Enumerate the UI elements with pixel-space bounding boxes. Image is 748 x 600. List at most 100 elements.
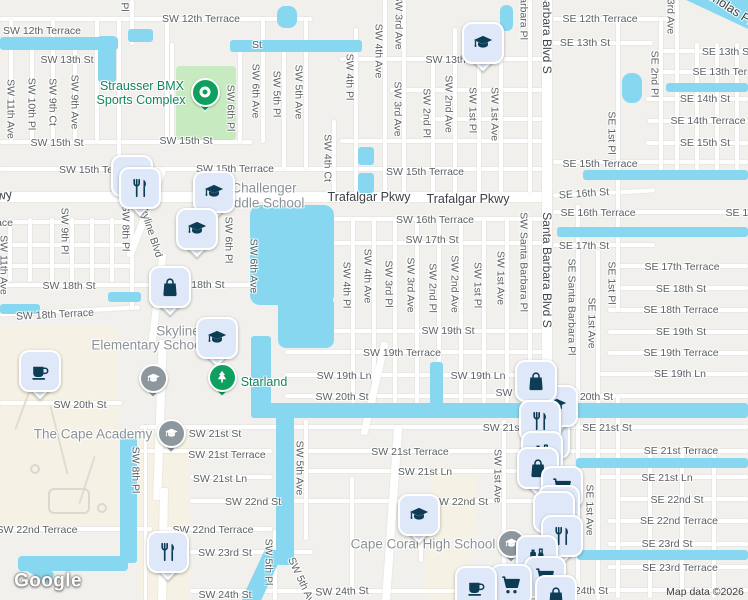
park-marker-starland[interactable] bbox=[207, 362, 237, 397]
street-label: SW 22nd Terrace bbox=[172, 523, 254, 536]
road-horizontal bbox=[0, 192, 546, 202]
road-horizontal bbox=[420, 117, 545, 121]
road-horizontal bbox=[0, 527, 152, 531]
street-label: SW 15th Terrace bbox=[385, 165, 465, 178]
street-label: SW 13th St bbox=[40, 53, 94, 66]
road-horizontal bbox=[553, 41, 653, 45]
road-vertical bbox=[616, 395, 620, 598]
poi-pin-shopping-bag[interactable] bbox=[535, 575, 577, 600]
google-logo[interactable]: Google bbox=[14, 570, 82, 592]
marker-body bbox=[455, 566, 497, 600]
road-horizontal bbox=[0, 167, 546, 171]
water-canal bbox=[576, 458, 748, 468]
street-label: SE 21st St bbox=[582, 421, 632, 434]
place-label[interactable]: Cape Coral High School bbox=[350, 536, 496, 552]
street-label: SE 23rd St bbox=[641, 537, 693, 550]
road-label-major-vertical: Santa Barbara Blvd S bbox=[540, 0, 554, 74]
park-label[interactable]: Strausser BMX bbox=[99, 78, 185, 93]
place-label[interactable]: Elementary School bbox=[91, 337, 205, 353]
place-label[interactable]: Middle School bbox=[219, 195, 305, 211]
street-label: SW 21st Terrace bbox=[188, 448, 266, 461]
street-label: SE 17th St bbox=[558, 239, 610, 252]
street-label-vertical: SW 3rd Ave bbox=[404, 257, 417, 313]
street-label-vertical: SE 1st Pl bbox=[605, 111, 618, 155]
road-horizontal bbox=[0, 140, 252, 144]
place-label[interactable]: The Cape Academy bbox=[33, 426, 153, 442]
poi-pin-graduation-cap[interactable] bbox=[398, 494, 440, 544]
road-horizontal bbox=[608, 542, 748, 546]
road-vertical bbox=[30, 43, 34, 143]
road-horizontal bbox=[658, 49, 748, 53]
road-vertical bbox=[505, 218, 509, 403]
water-canal bbox=[277, 6, 297, 28]
street-label-vertical: SW 2nd Ave bbox=[442, 75, 455, 133]
road-horizontal bbox=[553, 160, 748, 164]
street-label-vertical: SW 3rd Ave bbox=[392, 0, 405, 50]
road-horizontal bbox=[140, 449, 272, 453]
road-vertical bbox=[482, 218, 486, 403]
street-label: St bbox=[252, 38, 262, 51]
poi-pin-graduation-cap[interactable] bbox=[193, 171, 235, 221]
road-horizontal bbox=[300, 449, 546, 453]
water-canal bbox=[251, 403, 748, 418]
road-horizontal bbox=[608, 286, 748, 290]
road-horizontal bbox=[340, 139, 545, 143]
street-label-vertical: SW 4th Ave bbox=[361, 248, 374, 304]
street-label: SW 21st St bbox=[482, 421, 536, 434]
road-vertical bbox=[90, 218, 94, 282]
graduation-cap-icon bbox=[408, 504, 430, 526]
road-horizontal bbox=[598, 475, 748, 479]
school-marker-skyline-elementary[interactable] bbox=[138, 363, 168, 398]
poi-pin-graduation-cap[interactable] bbox=[462, 22, 504, 72]
road-horizontal bbox=[553, 243, 655, 247]
landmark-circle bbox=[97, 503, 107, 513]
place-label[interactable]: Skyline bbox=[156, 323, 200, 339]
park-label[interactable]: Sports Complex bbox=[96, 92, 186, 107]
water-canal bbox=[250, 205, 334, 305]
map-attribution: Map data ©2026 bbox=[666, 585, 744, 598]
school-marker-cape-academy[interactable] bbox=[156, 418, 186, 453]
marker-body bbox=[176, 208, 218, 250]
street-label: SW 19th Ln bbox=[450, 369, 506, 382]
poi-pin-shopping-bag[interactable] bbox=[149, 266, 191, 316]
road-horizontal bbox=[658, 70, 748, 74]
street-label-vertical: SE 2nd Pl bbox=[648, 50, 661, 98]
street-label: SW 21st Ln bbox=[397, 465, 453, 478]
street-label: SW 17th St bbox=[405, 233, 459, 246]
road-vertical bbox=[70, 218, 74, 282]
coffee-cup-icon bbox=[465, 576, 487, 598]
poi-pin-coffee-cup[interactable] bbox=[455, 566, 497, 600]
place-label[interactable]: Challenger bbox=[231, 180, 297, 196]
street-label: SE 18th Terrace bbox=[643, 303, 719, 316]
road-horizontal bbox=[340, 57, 545, 61]
road-horizontal bbox=[390, 88, 545, 92]
road-vertical bbox=[715, 43, 719, 170]
park-label[interactable]: Starland bbox=[240, 374, 288, 389]
poi-pin-graduation-cap[interactable] bbox=[196, 317, 238, 367]
street-label: SW 24th St bbox=[315, 584, 369, 599]
poi-pin-shopping-bag[interactable] bbox=[515, 360, 557, 410]
water-canal bbox=[622, 73, 642, 103]
poi-pin-restaurant[interactable] bbox=[119, 167, 161, 217]
poi-pin-graduation-cap[interactable] bbox=[176, 208, 218, 258]
road-vertical bbox=[459, 218, 463, 403]
tree-icon bbox=[214, 369, 230, 385]
poi-pin-restaurant[interactable] bbox=[147, 531, 189, 581]
poi-pin-coffee-cup[interactable] bbox=[19, 350, 61, 400]
park-marker-strausser-bmx[interactable] bbox=[190, 77, 220, 112]
road-vertical bbox=[332, 120, 336, 196]
road-horizontal bbox=[280, 329, 546, 333]
road-label-major-vertical: Santa Barbara Blvd S bbox=[540, 212, 554, 328]
street-label-vertical: SW 4th Ave bbox=[372, 23, 385, 79]
street-label: SW 19th Terrace bbox=[362, 346, 442, 359]
street-label-vertical: SE 1st Pl bbox=[605, 261, 618, 305]
marker-body bbox=[398, 494, 440, 536]
marker-body bbox=[147, 531, 189, 573]
street-label: SW 21st Terrace bbox=[371, 445, 449, 458]
road-horizontal bbox=[160, 527, 272, 531]
road-vertical bbox=[453, 28, 457, 194]
shopping-bag-icon bbox=[159, 276, 181, 298]
marker-body bbox=[19, 350, 61, 392]
road-horizontal bbox=[190, 550, 312, 554]
